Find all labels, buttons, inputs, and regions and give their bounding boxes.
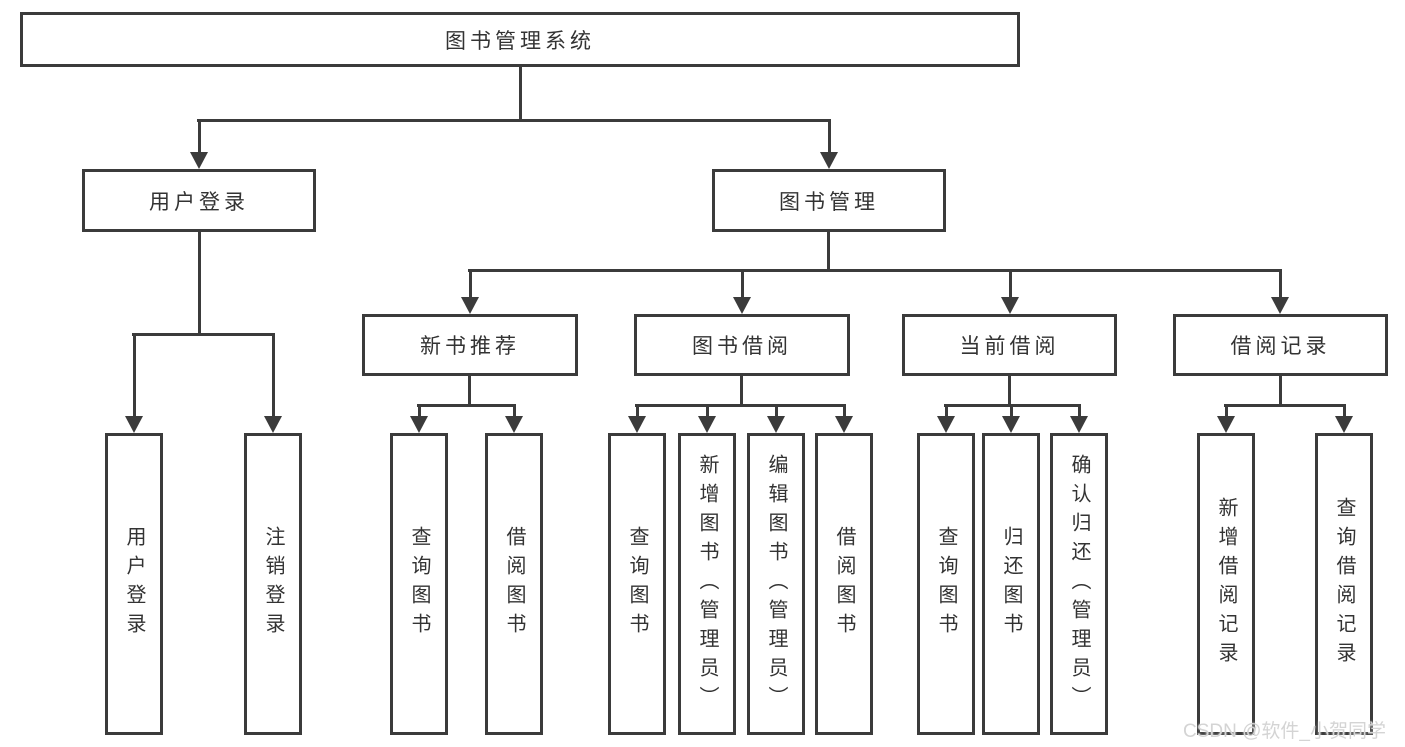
connector-book-borrowing-stub (740, 376, 743, 407)
leaf-cb-query-books: 查询图书 (917, 433, 975, 735)
leaf-label: 借阅图书 (503, 526, 525, 642)
node-book-borrowing: 图书借阅 (634, 314, 850, 376)
leaf-cb-return-books: 归还图书 (982, 433, 1040, 735)
node-library-management-system: 图书管理系统 (20, 12, 1020, 67)
node-book-management: 图书管理 (712, 169, 946, 232)
connector-book-management-stub (827, 232, 830, 272)
leaf-bb-add-books-admin: 新增图书（管理员） (678, 433, 736, 735)
arrow-br-query-record (1335, 404, 1353, 433)
leaf-label: 用户登录 (123, 526, 145, 642)
leaf-br-add-borrow-record: 新增借阅记录 (1197, 433, 1255, 735)
csdn-watermark: CSDN @软件_小贺同学 (1183, 721, 1386, 742)
leaf-logout: 注销登录 (244, 433, 302, 735)
leaf-bb-query-books: 查询图书 (608, 433, 666, 735)
leaf-nb-borrow-books: 借阅图书 (485, 433, 543, 735)
arrow-nb-borrow-books (505, 404, 523, 433)
node-new-book-recommend: 新书推荐 (362, 314, 578, 376)
node-user-login: 用户登录 (82, 169, 316, 232)
node-label: 图书管理系统 (445, 29, 595, 53)
arrow-bb-borrow-books (835, 404, 853, 433)
leaf-label: 确认归还（管理员） (1068, 453, 1090, 715)
arrow-cb-confirm-return (1070, 404, 1088, 433)
arrow-to-current-borrowing (1001, 269, 1019, 314)
leaf-label: 新增借阅记录 (1215, 497, 1237, 671)
connector-borrowing-records-stub (1279, 376, 1282, 407)
leaf-nb-query-books: 查询图书 (390, 433, 448, 735)
leaf-label: 归还图书 (1000, 526, 1022, 642)
arrow-to-new-book-recommend (461, 269, 479, 314)
arrow-to-leaf-logout (264, 333, 282, 433)
connector-new-book-branch (417, 404, 516, 407)
node-current-borrowing: 当前借阅 (902, 314, 1117, 376)
arrow-to-borrowing-records (1271, 269, 1289, 314)
connector-current-borrowing-stub (1008, 376, 1011, 407)
connector-book-management-branch (468, 269, 1282, 272)
arrow-to-book-borrowing (733, 269, 751, 314)
arrow-cb-query-books (937, 404, 955, 433)
leaf-label: 查询图书 (626, 526, 648, 642)
arrow-to-leaf-user-login (125, 333, 143, 433)
arrow-bb-edit-books (767, 404, 785, 433)
node-label: 新书推荐 (420, 335, 520, 358)
node-label: 图书借阅 (692, 335, 792, 358)
leaf-label: 注销登录 (262, 526, 284, 642)
node-borrowing-records: 借阅记录 (1173, 314, 1388, 376)
connector-root-branch (197, 119, 831, 122)
leaf-label: 查询图书 (408, 526, 430, 642)
leaf-label: 编辑图书（管理员） (765, 453, 787, 715)
connector-user-login-stub (198, 232, 201, 336)
node-label: 当前借阅 (959, 335, 1060, 358)
leaf-cb-confirm-return-admin: 确认归还（管理员） (1050, 433, 1108, 735)
arrow-bb-query-books (628, 404, 646, 433)
arrow-br-add-record (1217, 404, 1235, 433)
arrow-nb-query-books (410, 404, 428, 433)
node-label: 借阅记录 (1230, 335, 1331, 358)
connector-root-stub (519, 67, 522, 121)
node-label: 图书管理 (779, 190, 879, 214)
arrow-to-user-login (190, 119, 208, 169)
leaf-label: 查询图书 (935, 526, 957, 642)
arrow-to-book-management (820, 119, 838, 169)
leaf-bb-borrow-books: 借阅图书 (815, 433, 873, 735)
node-label: 用户登录 (149, 190, 249, 214)
connector-new-book-stub (468, 376, 471, 407)
arrow-cb-return-books (1002, 404, 1020, 433)
leaf-label: 新增图书（管理员） (696, 453, 718, 715)
connector-book-borrowing-branch (635, 404, 845, 407)
connector-borrowing-records-branch (1224, 404, 1345, 407)
leaf-user-login: 用户登录 (105, 433, 163, 735)
leaf-br-query-borrow-record: 查询借阅记录 (1315, 433, 1373, 735)
arrow-bb-add-books (698, 404, 716, 433)
leaf-label: 查询借阅记录 (1333, 497, 1355, 671)
leaf-bb-edit-books-admin: 编辑图书（管理员） (747, 433, 805, 735)
leaf-label: 借阅图书 (833, 526, 855, 642)
connector-user-login-branch (132, 333, 275, 336)
